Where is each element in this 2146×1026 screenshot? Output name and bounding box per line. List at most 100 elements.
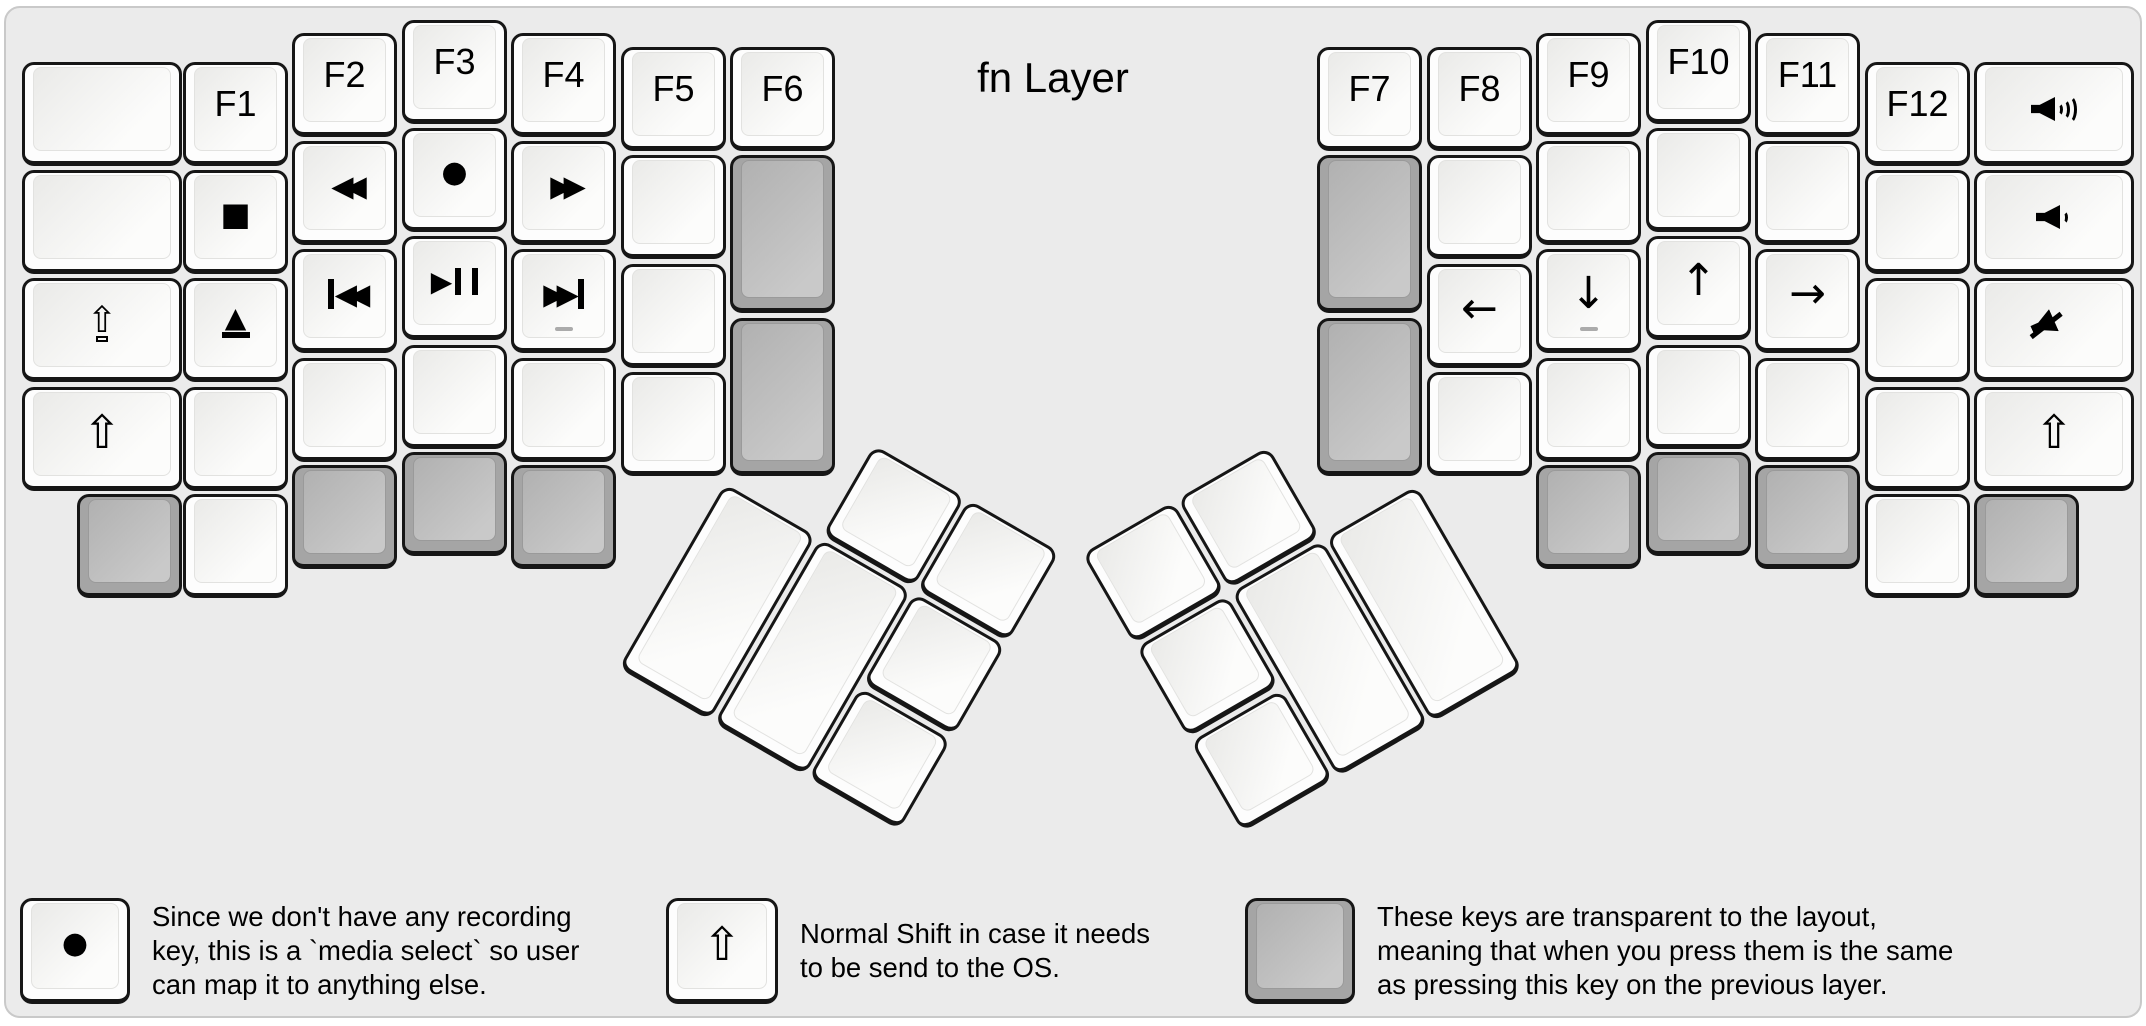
r-c3-r4[interactable] bbox=[1646, 345, 1751, 449]
shift-icon: ⇧ bbox=[702, 917, 742, 971]
key-f5[interactable]: F5 bbox=[621, 47, 726, 151]
keycap-top: ← bbox=[1438, 269, 1521, 353]
keycap-top bbox=[413, 350, 496, 434]
keycap-top bbox=[1657, 457, 1740, 541]
l-c6-tall1-transparent[interactable] bbox=[730, 155, 835, 313]
key-arrow-down[interactable]: ↓ bbox=[1536, 249, 1641, 353]
r-c5-r3[interactable] bbox=[1865, 278, 1970, 382]
key-f10[interactable]: F10 bbox=[1646, 20, 1751, 124]
key-record[interactable]: ● bbox=[402, 128, 507, 232]
l-c2-r5-transparent[interactable] bbox=[292, 465, 397, 569]
r-c2-r2[interactable] bbox=[1536, 141, 1641, 245]
key-shift-right[interactable]: ⇧ bbox=[1974, 387, 2134, 491]
keycap-top bbox=[741, 160, 824, 298]
l-bottom-transparent[interactable] bbox=[77, 494, 182, 598]
l-c3-r5-transparent[interactable] bbox=[402, 452, 507, 556]
key-f7[interactable]: F7 bbox=[1317, 47, 1422, 151]
key-shift-left[interactable]: ⇧ bbox=[22, 387, 182, 491]
l-c1-r4[interactable] bbox=[183, 387, 288, 491]
key-f6[interactable]: F6 bbox=[730, 47, 835, 151]
key-f2[interactable]: F2 bbox=[292, 33, 397, 137]
l-c1-r5[interactable] bbox=[183, 494, 288, 598]
eject-icon: ▲ bbox=[221, 304, 250, 338]
keycap-top bbox=[1438, 377, 1521, 461]
l-c4-r4[interactable] bbox=[511, 358, 616, 462]
r-c5-r4[interactable] bbox=[1865, 387, 1970, 491]
keycap-top bbox=[1985, 283, 2123, 367]
r-c4-r5-transparent[interactable] bbox=[1755, 465, 1860, 569]
keycap-top bbox=[303, 470, 386, 554]
key-next-track[interactable]: ▶▶ bbox=[511, 249, 616, 353]
key-f1[interactable]: F1 bbox=[183, 62, 288, 166]
vol-down-icon bbox=[2036, 201, 2072, 233]
keycap-top bbox=[194, 499, 277, 583]
key-arrow-left[interactable]: ← bbox=[1427, 264, 1532, 368]
keycap-top bbox=[632, 377, 715, 461]
keycap-top: F11 bbox=[1766, 38, 1849, 122]
keycap-top bbox=[413, 457, 496, 541]
l-c4-r5-transparent[interactable] bbox=[511, 465, 616, 569]
keycap-top: ⇧ bbox=[33, 392, 171, 476]
key-label: F9 bbox=[1567, 54, 1610, 95]
legend-key-3[interactable] bbox=[1245, 898, 1355, 1004]
key-f9[interactable]: F9 bbox=[1536, 33, 1641, 137]
arrow-up-icon: ↑ bbox=[1680, 254, 1717, 306]
r-c3-r5-transparent[interactable] bbox=[1646, 452, 1751, 556]
key-f4[interactable]: F4 bbox=[511, 33, 616, 137]
keycap-top bbox=[1438, 160, 1521, 244]
key-arrow-right[interactable]: → bbox=[1755, 249, 1860, 353]
r-c0-tall1-transparent[interactable] bbox=[1317, 155, 1422, 313]
l-c5-r4[interactable] bbox=[621, 372, 726, 476]
l-c2-r4[interactable] bbox=[292, 358, 397, 462]
r-c1-r4[interactable] bbox=[1427, 372, 1532, 476]
key-arrow-up[interactable]: ↑ bbox=[1646, 236, 1751, 340]
key-volume-up[interactable] bbox=[1974, 62, 2134, 166]
r-c0-tall2-transparent[interactable] bbox=[1317, 318, 1422, 476]
keycap-top bbox=[1328, 160, 1411, 298]
legend-key-1[interactable]: ● bbox=[20, 898, 130, 1004]
speaker-body-icon bbox=[2036, 205, 2060, 229]
key-volume-down[interactable] bbox=[1974, 170, 2134, 274]
r-bottom-transparent[interactable] bbox=[1974, 494, 2079, 598]
keycap-top bbox=[1547, 363, 1630, 447]
keycap-top bbox=[741, 323, 824, 461]
r-c2-r5-transparent[interactable] bbox=[1536, 465, 1641, 569]
r-c1-r2[interactable] bbox=[1427, 155, 1532, 259]
l-c0-r1[interactable] bbox=[22, 62, 182, 166]
key-f12[interactable]: F12 bbox=[1865, 62, 1970, 166]
keycap-top bbox=[1657, 133, 1740, 217]
keycap-top bbox=[1876, 392, 1959, 476]
l-c6-tall2-transparent[interactable] bbox=[730, 318, 835, 476]
key-mute[interactable] bbox=[1974, 278, 2134, 382]
keycap-top: → bbox=[1766, 254, 1849, 338]
key-eject[interactable]: ▲ bbox=[183, 278, 288, 382]
record-icon: ● bbox=[61, 925, 89, 961]
keycap-top: F10 bbox=[1657, 25, 1740, 109]
key-f8[interactable]: F8 bbox=[1427, 47, 1532, 151]
l-c5-r3[interactable] bbox=[621, 264, 726, 368]
keycap-top bbox=[1256, 903, 1344, 989]
r-c5-r2[interactable] bbox=[1865, 170, 1970, 274]
l-c5-r2[interactable] bbox=[621, 155, 726, 259]
l-c0-r2[interactable] bbox=[22, 170, 182, 274]
key-prev-track[interactable]: ◀◀ bbox=[292, 249, 397, 353]
r-c4-r2[interactable] bbox=[1755, 141, 1860, 245]
key-rewind[interactable]: ◀◀ bbox=[292, 141, 397, 245]
key-f3[interactable]: F3 bbox=[402, 20, 507, 124]
keycap-top: F6 bbox=[741, 52, 824, 136]
key-play-pause[interactable]: ▶ bbox=[402, 236, 507, 340]
r-c2-r4[interactable] bbox=[1536, 358, 1641, 462]
keycap-top: F8 bbox=[1438, 52, 1521, 136]
key-f11[interactable]: F11 bbox=[1755, 33, 1860, 137]
r-c3-r2[interactable] bbox=[1646, 128, 1751, 232]
key-caps[interactable]: ⇧ bbox=[22, 278, 182, 382]
key-stop[interactable]: ■ bbox=[183, 170, 288, 274]
keycap-top bbox=[1876, 283, 1959, 367]
key-fast-forward[interactable]: ▶▶ bbox=[511, 141, 616, 245]
legend-key-2[interactable]: ⇧ bbox=[666, 898, 778, 1004]
r-c5-r5[interactable] bbox=[1865, 494, 1970, 598]
keycap-top: F1 bbox=[194, 67, 277, 151]
l-c3-r4[interactable] bbox=[402, 345, 507, 449]
r-c4-r4[interactable] bbox=[1755, 358, 1860, 462]
